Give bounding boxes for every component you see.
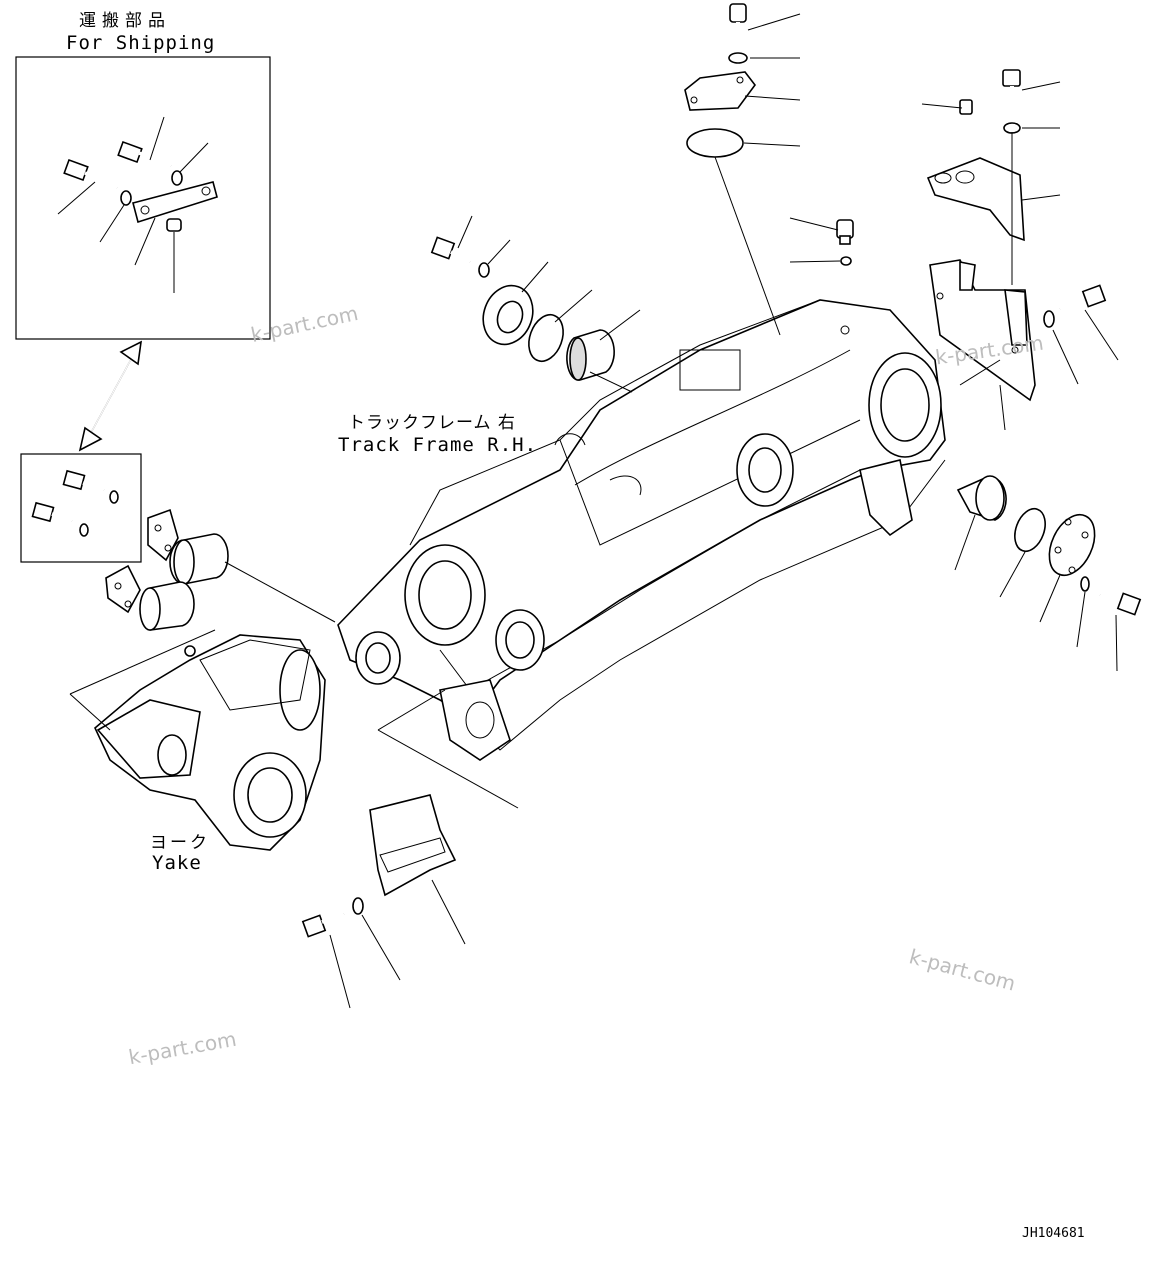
shipping-label-en: For Shipping [66,32,216,54]
lower-guard-bolt [301,897,401,1009]
yoke-assembly [69,629,326,851]
right-end-cap [954,475,1142,672]
yoke-label-en: Yake [152,852,202,874]
left-end-cap [430,215,641,393]
right-guard-bolt [1043,284,1119,385]
shipping-bolt-short [57,158,118,215]
detail-brackets [105,508,179,614]
top-cover [684,3,801,336]
right-guard [929,259,1036,431]
shipping-bolt-long [117,116,172,168]
detail-rubber-mounts [139,533,336,631]
shipping-detail-box [20,453,142,563]
yoke-label-jp: ヨーク [150,833,210,853]
frame-plug [789,217,854,266]
shipping-spacer [166,218,182,293]
drawing-code: JH104681 [1022,1226,1085,1241]
shipping-washers [99,142,209,243]
track-frame-label-jp: トラックフレーム 右 [348,413,516,433]
detail-bolts [31,469,119,537]
double-arrow [78,340,142,452]
lower-guard [369,794,466,945]
track-frame-label-en: Track Frame R.H. [338,434,538,456]
shipping-plate [132,181,218,266]
right-bracket [921,69,1061,285]
track-frame [337,299,946,809]
shipping-parts-box [15,56,271,340]
shipping-label-jp: 運搬部品 [79,11,171,31]
